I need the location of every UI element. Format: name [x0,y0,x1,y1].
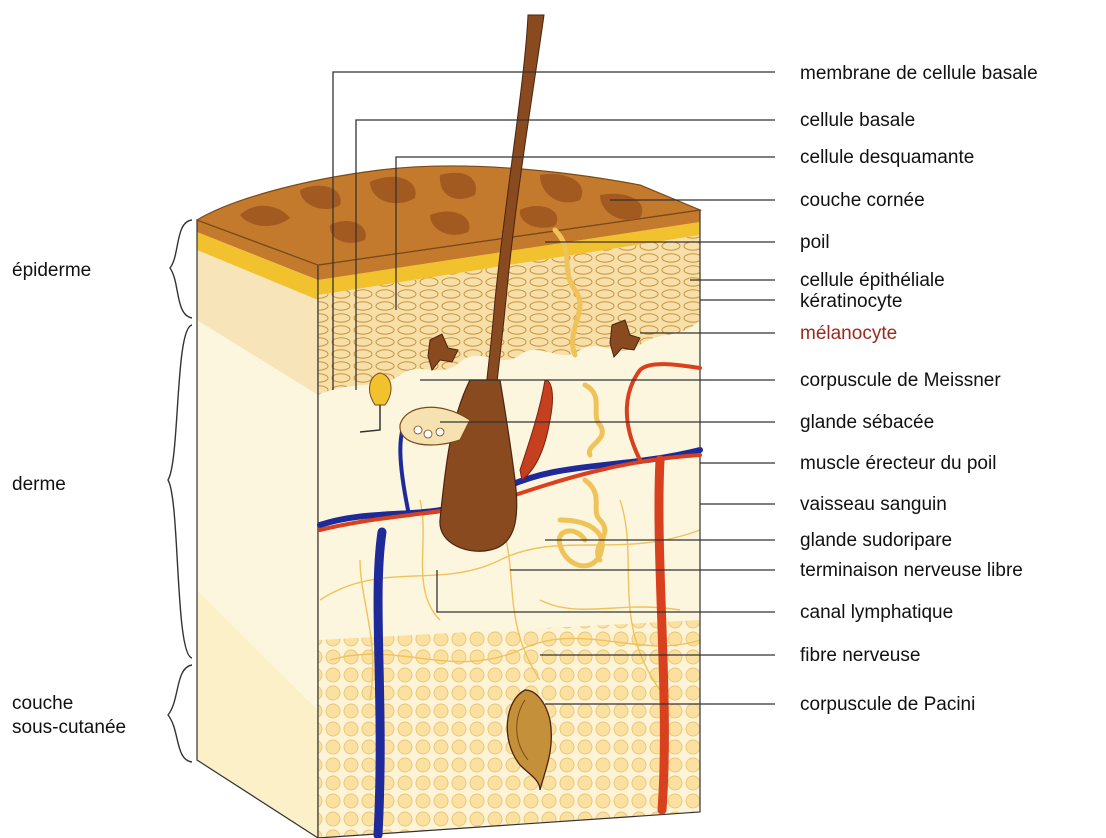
layer-hypodermis-label: couche sous-cutanée [12,692,126,740]
label-basal-cell: cellule basale [800,111,915,130]
label-sebaceous-gland: glande sébacée [800,413,934,432]
label-hair: poil [800,233,830,252]
label-arrector-pili: muscle érecteur du poil [800,454,996,473]
label-meissner-corpuscle: corpuscule de Meissner [800,371,1001,390]
block-front-face [197,220,318,838]
label-stratum-corneum: couche cornée [800,191,925,210]
label-keratinocyte: kératinocyte [800,292,902,311]
label-melanocyte: mélanocyte [800,324,897,343]
layer-dermis-label: derme [12,473,66,497]
label-free-nerve-ending: terminaison nerveuse libre [800,561,1023,580]
label-blood-vessel: vaisseau sanguin [800,495,947,514]
layer-hypodermis-line1: couche [12,692,126,716]
label-lymph-canal: canal lymphatique [800,603,953,622]
label-shedding-cell: cellule desquamante [800,148,974,167]
label-basal-membrane: membrane de cellule basale [800,64,1038,83]
layer-braces [168,220,192,762]
layer-hypodermis-line2: sous-cutanée [12,716,126,740]
label-epithelial-cell: cellule épithéliale [800,271,945,290]
label-pacini-corpuscle: corpuscule de Pacini [800,695,975,714]
label-nerve-fiber: fibre nerveuse [800,646,920,665]
layer-epidermis-label: épiderme [12,259,91,283]
label-sweat-gland: glande sudoripare [800,531,952,550]
